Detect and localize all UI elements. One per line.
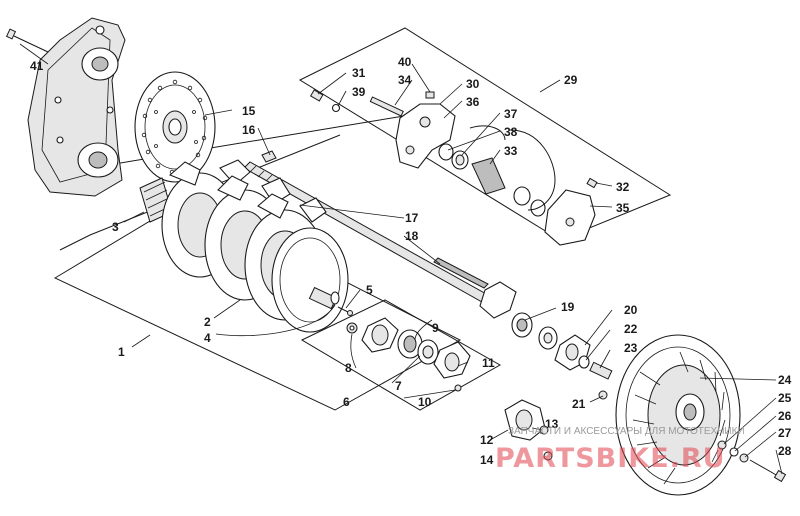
callout-32: 32 <box>616 180 630 194</box>
callout-11: 11 <box>482 356 495 370</box>
callout-13: 13 <box>545 417 559 431</box>
callout-2: 2 <box>204 315 211 329</box>
callout-4: 4 <box>204 331 211 345</box>
callout-41: 41 <box>30 59 44 73</box>
callout-35: 35 <box>616 201 630 215</box>
callout-29: 29 <box>564 73 578 87</box>
callout-26: 26 <box>778 409 792 423</box>
part-24-idler-wheel <box>615 334 741 496</box>
part-21-bolt <box>598 390 608 400</box>
callout-39: 39 <box>352 85 366 99</box>
callout-38: 38 <box>504 125 518 139</box>
callout-9: 9 <box>432 321 439 335</box>
leader-lines <box>19 43 783 475</box>
callout-28: 28 <box>778 444 792 458</box>
callout-27: 27 <box>778 426 792 440</box>
callout-6: 6 <box>343 395 350 409</box>
callout-12: 12 <box>480 433 494 447</box>
callout-33: 33 <box>504 144 518 158</box>
callout-10: 10 <box>418 395 432 409</box>
part-19-bearings <box>479 281 558 350</box>
part-22-spacer <box>578 355 613 380</box>
part-8-nut <box>346 322 358 334</box>
callout-37: 37 <box>504 107 518 121</box>
callout-17: 17 <box>405 211 419 225</box>
callout-19: 19 <box>561 300 575 314</box>
callout-1: 1 <box>118 345 125 359</box>
group-29-outline <box>298 27 672 241</box>
part-18-pin <box>433 257 489 289</box>
callout-21: 21 <box>572 397 586 411</box>
part-10-washer <box>454 384 462 392</box>
callout-18: 18 <box>405 229 419 243</box>
brake-caliper-assembly <box>309 89 598 246</box>
part-5-screw <box>337 306 353 316</box>
group-6-outline <box>300 299 502 411</box>
drive-sprocket-assembly <box>139 159 349 333</box>
callout-40: 40 <box>398 55 412 69</box>
callout-22: 22 <box>624 322 638 336</box>
watermark: ЗАПЧАСТИ И АКСЕССУАРЫ ДЛЯ МОТОТЕХНИКИ PA… <box>495 426 745 474</box>
callout-20: 20 <box>624 303 638 317</box>
callout-5: 5 <box>366 283 373 297</box>
watermark-logo: PARTSBIKE.RU <box>495 443 726 474</box>
callout-16: 16 <box>242 123 256 137</box>
part-7-flange <box>361 317 399 353</box>
callout-14: 14 <box>480 453 494 467</box>
group-1-outline <box>53 199 462 411</box>
callout-23: 23 <box>624 341 638 355</box>
group-29-bracket <box>509 129 556 211</box>
callout-36: 36 <box>466 95 480 109</box>
callout-31: 31 <box>352 66 366 80</box>
callout-30: 30 <box>466 77 480 91</box>
chaincase-housing <box>27 17 126 197</box>
part-41-bolt <box>5 28 49 53</box>
part-11-flange <box>433 341 471 379</box>
callout-15: 15 <box>242 104 256 118</box>
callout-34: 34 <box>398 73 412 87</box>
watermark-caption: ЗАПЧАСТИ И АКСЕССУАРЫ ДЛЯ МОТОТЕХНИКИ <box>508 426 745 437</box>
callout-25: 25 <box>778 391 792 405</box>
part-9-bearing <box>397 329 439 365</box>
callout-8: 8 <box>345 361 352 375</box>
part-15-brake-disc <box>134 71 216 183</box>
callout-3: 3 <box>112 220 119 234</box>
callout-labels: 41 3 1 2 4 15 16 17 18 5 9 8 7 11 6 10 1… <box>30 55 792 467</box>
callout-24: 24 <box>778 373 792 387</box>
part-12-housing <box>504 399 553 461</box>
group-37-bracket <box>469 125 506 141</box>
callout-7: 7 <box>395 379 402 393</box>
